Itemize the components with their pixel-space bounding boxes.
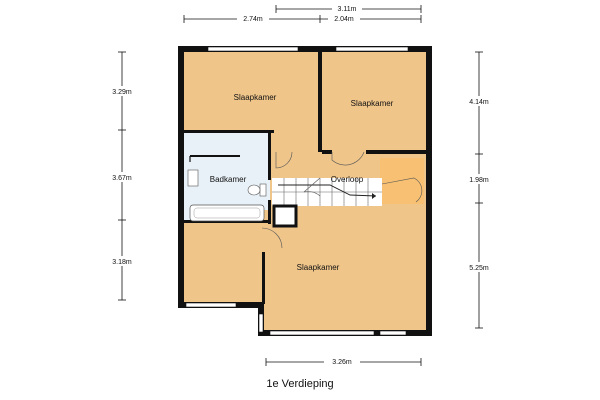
dimension-top-left: 2.74m — [183, 14, 321, 23]
svg-text:5.25m: 5.25m — [469, 265, 489, 272]
dimension-top-right: 2.04m — [320, 14, 422, 23]
label-slaapkamer-bottom: Slaapkamer — [297, 263, 340, 272]
dimension-right: 4.14m 1.98m 5.25m — [461, 51, 497, 329]
room-slaapkamer-lower-left — [184, 222, 264, 304]
label-slaapkamer-top-left: Slaapkamer — [234, 93, 277, 102]
dimension-bottom: 3.26m — [265, 357, 422, 367]
label-badkamer: Badkamer — [210, 175, 247, 184]
overloop-highlight — [380, 158, 424, 204]
room-slaapkamer-top-right — [320, 52, 426, 152]
dimension-left: 3.29m 3.67m 3.18m — [104, 51, 140, 301]
room-slaapkamer-bottom — [264, 210, 426, 330]
svg-text:3.18m: 3.18m — [112, 259, 132, 266]
bathtub — [189, 204, 265, 222]
svg-text:3.11m: 3.11m — [338, 6, 357, 13]
stair-void — [272, 204, 298, 228]
svg-text:2.74m: 2.74m — [243, 16, 263, 23]
svg-text:1.98m: 1.98m — [469, 177, 489, 184]
svg-text:4.14m: 4.14m — [469, 99, 489, 106]
toilet — [247, 183, 267, 197]
bathroom-fixtures — [187, 155, 267, 222]
label-overloop: Overloop — [331, 175, 364, 184]
windows — [185, 46, 409, 336]
label-slaapkamer-top-right: Slaapkamer — [351, 99, 394, 108]
svg-text:3.26m: 3.26m — [332, 359, 352, 366]
svg-text:3.29m: 3.29m — [112, 89, 132, 96]
floor-caption: 1e Verdieping — [266, 378, 334, 390]
svg-text:3.67m: 3.67m — [112, 175, 132, 182]
svg-text:2.04m: 2.04m — [334, 16, 354, 23]
door-swings — [261, 151, 423, 249]
staircase — [272, 178, 382, 206]
dimension-top-total: 3.11m — [275, 4, 422, 13]
